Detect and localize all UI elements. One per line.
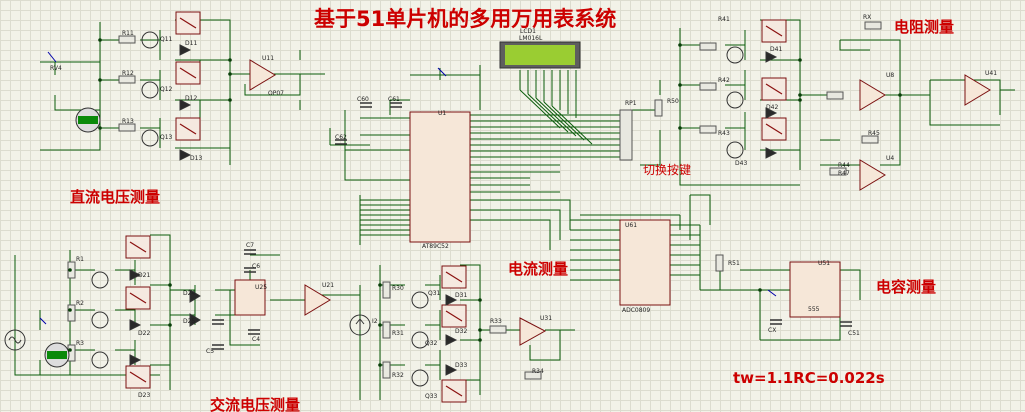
current-label: 电流测量 — [508, 260, 569, 278]
part-r41: R41 — [718, 16, 730, 23]
part-d22: D22 — [138, 330, 151, 337]
part-d42: D42 — [766, 104, 779, 111]
part-u31: U31 — [540, 315, 553, 322]
part-rx: RX — [863, 14, 872, 21]
part-r33: R33 — [490, 318, 502, 325]
part-d33: D33 — [455, 362, 468, 369]
part-r45: R45 — [868, 130, 880, 137]
part-d32: D32 — [455, 328, 468, 335]
meters — [4, 107, 371, 368]
part-c62: C62 — [335, 134, 347, 141]
capacitors — [212, 102, 852, 350]
ics — [234, 111, 841, 318]
part-d21: D21 — [138, 272, 151, 279]
part-d12: D12 — [185, 95, 198, 102]
part-q12: Q12 — [160, 86, 173, 93]
part-c5: C5 — [206, 348, 215, 355]
part-q13: Q13 — [160, 134, 173, 141]
part-i2: I2 — [372, 318, 378, 325]
part-mcu-model: AT89C52 — [422, 243, 449, 250]
part-c4: C4 — [252, 336, 261, 343]
part-u61: U61 — [625, 222, 638, 229]
part-r47: R47 — [838, 170, 850, 177]
part-u1: U1 — [438, 110, 447, 117]
part-c60: C60 — [357, 96, 369, 103]
part-r32: R32 — [392, 372, 404, 379]
part-d31: D31 — [455, 292, 468, 299]
part-u21: U21 — [322, 282, 335, 289]
diodes — [129, 44, 778, 376]
part-r11: R11 — [122, 30, 134, 37]
part-d24: D24 — [183, 290, 196, 297]
part-d41: D41 — [770, 46, 783, 53]
part-opamp-model: OP07 — [268, 90, 284, 97]
part-r31: R31 — [392, 330, 404, 337]
part-d25: D25 — [183, 318, 196, 325]
dc-voltage-label: 直流电压测量 — [70, 188, 161, 206]
part-timer-model: 555 — [808, 306, 820, 313]
ac-voltage-label: 交流电压测量 — [210, 396, 301, 412]
part-u11: U11 — [262, 55, 275, 62]
part-d43: D43 — [735, 160, 748, 167]
part-q33: Q33 — [425, 393, 438, 400]
part-rp1: RP1 — [625, 100, 637, 107]
part-c6: C6 — [252, 263, 261, 270]
part-lcd-model: LM016L — [519, 35, 543, 42]
part-cx: CX — [768, 327, 777, 334]
wires — [14, 19, 1015, 400]
part-r13: R13 — [122, 118, 134, 125]
switch-key-label: 切换按键 — [643, 163, 692, 177]
part-r42: R42 — [718, 77, 730, 84]
lcd-display — [499, 41, 581, 69]
opamps — [249, 59, 991, 346]
part-r1: R1 — [76, 256, 84, 263]
part-c51: C51 — [848, 330, 860, 337]
part-r44: R44 — [838, 162, 850, 169]
part-u41: U41 — [985, 70, 998, 77]
part-adc-model: ADC0809 — [622, 307, 651, 314]
relay-coils — [129, 17, 783, 397]
part-r34: R34 — [532, 368, 544, 375]
part-c61: C61 — [388, 96, 400, 103]
pot-arrows — [39, 51, 777, 325]
part-q31: Q31 — [428, 290, 441, 297]
part-r51: R51 — [728, 260, 740, 267]
resistance-label: 电阻测量 — [894, 18, 955, 36]
part-r50: R50 — [667, 98, 679, 105]
part-r3: R3 — [76, 340, 84, 347]
part-d13: D13 — [190, 155, 203, 162]
part-r2: R2 — [76, 300, 84, 307]
part-r12: R12 — [122, 70, 134, 77]
part-rv4: RV4 — [50, 65, 62, 72]
transistors — [91, 31, 744, 387]
part-u4: U4 — [886, 155, 895, 162]
part-q32: Q32 — [425, 340, 438, 347]
formula-label: tw=1.1RC=0.022s — [733, 369, 885, 387]
part-d23: D23 — [138, 392, 151, 399]
capacitance-label: 电容测量 — [876, 278, 937, 296]
part-u51: U51 — [818, 260, 831, 267]
part-d11: D11 — [185, 40, 198, 47]
part-r30: R30 — [392, 285, 404, 292]
junctions — [68, 38, 902, 367]
part-c7: C7 — [246, 242, 255, 249]
part-u25: U25 — [255, 284, 268, 291]
resistors — [67, 21, 882, 380]
part-u8: U8 — [886, 72, 895, 79]
part-q11: Q11 — [160, 36, 173, 43]
part-r43: R43 — [718, 130, 730, 137]
diagram-title: 基于51单片机的多用万用表系统 — [314, 7, 617, 31]
part-lcd1: LCD1 — [520, 28, 536, 35]
